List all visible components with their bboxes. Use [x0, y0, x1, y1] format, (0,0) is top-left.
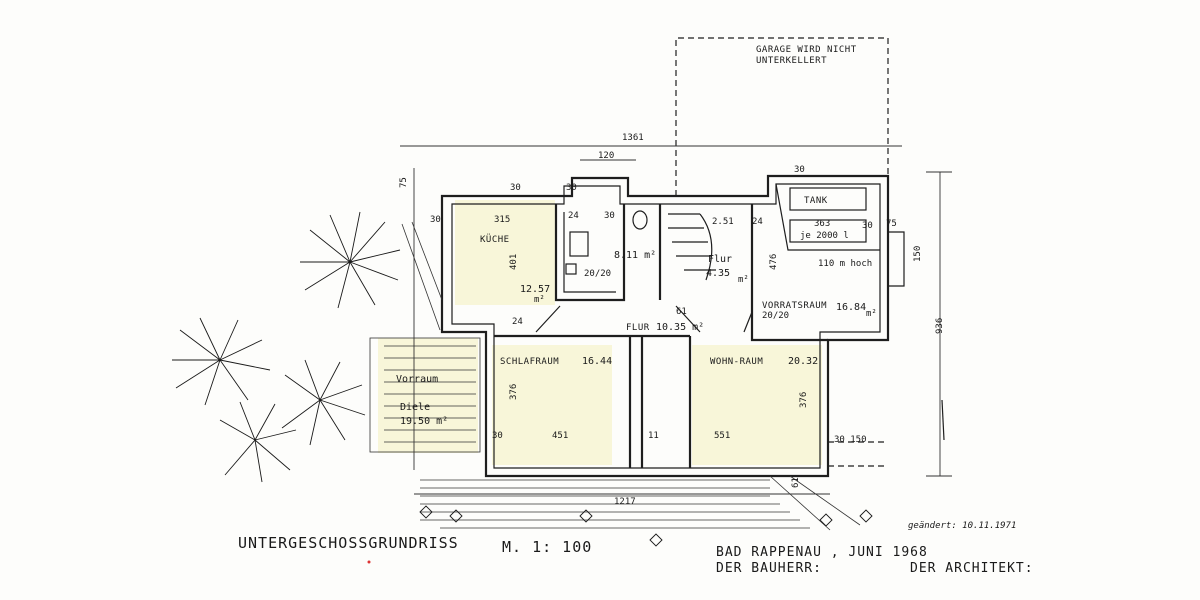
dim-2020-a: 20/20: [584, 269, 611, 279]
dim-451: 451: [552, 431, 568, 441]
drawing-title: UNTERGESCHOSSGRUNDRISS: [238, 534, 459, 552]
outer-wall: [440, 174, 890, 478]
dim-376-b: 376: [799, 392, 809, 408]
room-area-schlaf: 16.44: [582, 356, 612, 367]
bedroom-highlight: [492, 345, 612, 465]
kitchen-highlight: [455, 200, 555, 305]
hall-highlight: [378, 338, 478, 453]
dim-30-f: 30: [492, 431, 503, 441]
room-area-vorrat: 16.84: [836, 302, 866, 313]
dim-top-total: 1361: [622, 133, 644, 143]
room-label-wohn: WOHN-RAUM: [710, 357, 763, 367]
room-label-vorrat: VORRATSRAUM: [762, 301, 827, 311]
stair-steps: [668, 213, 716, 271]
dim-315: 315: [494, 215, 510, 225]
tree-sketch-3: [281, 359, 366, 446]
tree-sketch-4: [219, 401, 297, 483]
entrance-hatching: [369, 221, 481, 453]
tank-room-wall: [775, 183, 880, 251]
tree-sketch-2: [172, 317, 271, 406]
shrub-row: [419, 505, 873, 547]
dim-1217: 1217: [614, 497, 636, 507]
room-label-vorraum: Vorraum: [396, 374, 438, 385]
red-mark: [367, 560, 371, 564]
room-area-kueche: 12.57: [520, 284, 550, 295]
door-swings: [535, 305, 753, 333]
room-label-kueche: KÜCHE: [480, 234, 510, 245]
tank-box-1: [789, 187, 867, 211]
dimension-lines: [400, 145, 952, 495]
room-label-diele: Diele: [400, 402, 430, 413]
tank-height: 110 m hoch: [818, 259, 872, 269]
location-date: BAD RAPPENAU , JUNI 1968: [716, 545, 928, 560]
tank-label: TANK: [804, 196, 828, 206]
dim-61-b: 61: [791, 477, 801, 488]
dim-30-bad: 30: [604, 211, 615, 221]
room-label-flur2: FLUR: [626, 323, 650, 333]
tank-capacity: je 2000 l: [800, 231, 849, 241]
stair-curve: [699, 213, 713, 281]
living-highlight: [692, 345, 822, 465]
terrace-hatching: [420, 475, 861, 531]
room-unit-vorrat: m²: [866, 309, 877, 319]
room-area-bad: 8.11 m²: [614, 250, 656, 261]
dim-251: 2.51: [712, 217, 734, 227]
room-unit-flur: m²: [738, 275, 749, 285]
dim-476: 476: [769, 254, 779, 270]
dim-30-d: 30: [430, 215, 441, 225]
storage-wall: [750, 204, 828, 342]
dim-150: 150: [913, 246, 923, 262]
window-bay: [888, 231, 905, 287]
garage-outline: [675, 37, 889, 196]
dim-30-b: 30: [566, 183, 577, 193]
stove-box: [569, 231, 589, 257]
margin-mark: [941, 399, 945, 441]
room-label-schlaf: SCHLAFRAUM: [500, 357, 559, 367]
dim-120: 120: [598, 151, 614, 161]
dim-376-a: 376: [509, 384, 519, 400]
dim-551: 551: [714, 431, 730, 441]
dim-24-a: 24: [568, 211, 579, 221]
room-area-flur2: 10.35 m²: [656, 322, 704, 333]
dim-936: 936: [935, 318, 945, 334]
dim-61-a: 61: [676, 307, 687, 317]
architekt-label: DER ARCHITEKT:: [910, 561, 1034, 576]
garage-note-1: GARAGE WIRD NICHT: [756, 45, 857, 55]
dim-30-150: 30 150: [834, 435, 867, 445]
bath-inner: [563, 212, 616, 293]
dim-24-c: 24: [512, 317, 523, 327]
room-label-flur: Flur: [708, 254, 732, 265]
tank-box-2: [789, 219, 867, 243]
garage-note-2: UNTERKELLERT: [756, 56, 827, 66]
revision-note: geändert: 10.11.1971: [908, 521, 1016, 531]
bauherr-label: DER BAUHERR:: [716, 561, 822, 576]
drawing-scale: M. 1: 100: [502, 538, 592, 556]
dim-24-b: 24: [752, 217, 763, 227]
dim-2020-b: 20/20: [762, 311, 789, 321]
inner-wall-line: [451, 183, 881, 469]
room-area-flur: 4.35: [706, 268, 730, 279]
dim-30-a: 30: [510, 183, 521, 193]
dim-30-e: 30: [862, 221, 873, 231]
toilet-fixture: [632, 210, 648, 230]
room-unit-kueche: m²: [534, 295, 545, 305]
room-area-wohn: 20.32: [788, 356, 818, 367]
dim-75-right: 75: [886, 219, 897, 229]
tank-width: 363: [814, 219, 830, 229]
dim-401: 401: [509, 254, 519, 270]
chimney-box: [565, 263, 577, 275]
bath-wall: [554, 204, 626, 302]
dim-75-left: 75: [399, 177, 409, 188]
room-area-diele: 19.50 m²: [400, 416, 448, 427]
dim-30-c: 30: [794, 165, 805, 175]
dashed-extension: [828, 441, 888, 467]
tree-sketch-1: [300, 211, 401, 309]
dim-11: 11: [648, 431, 659, 441]
